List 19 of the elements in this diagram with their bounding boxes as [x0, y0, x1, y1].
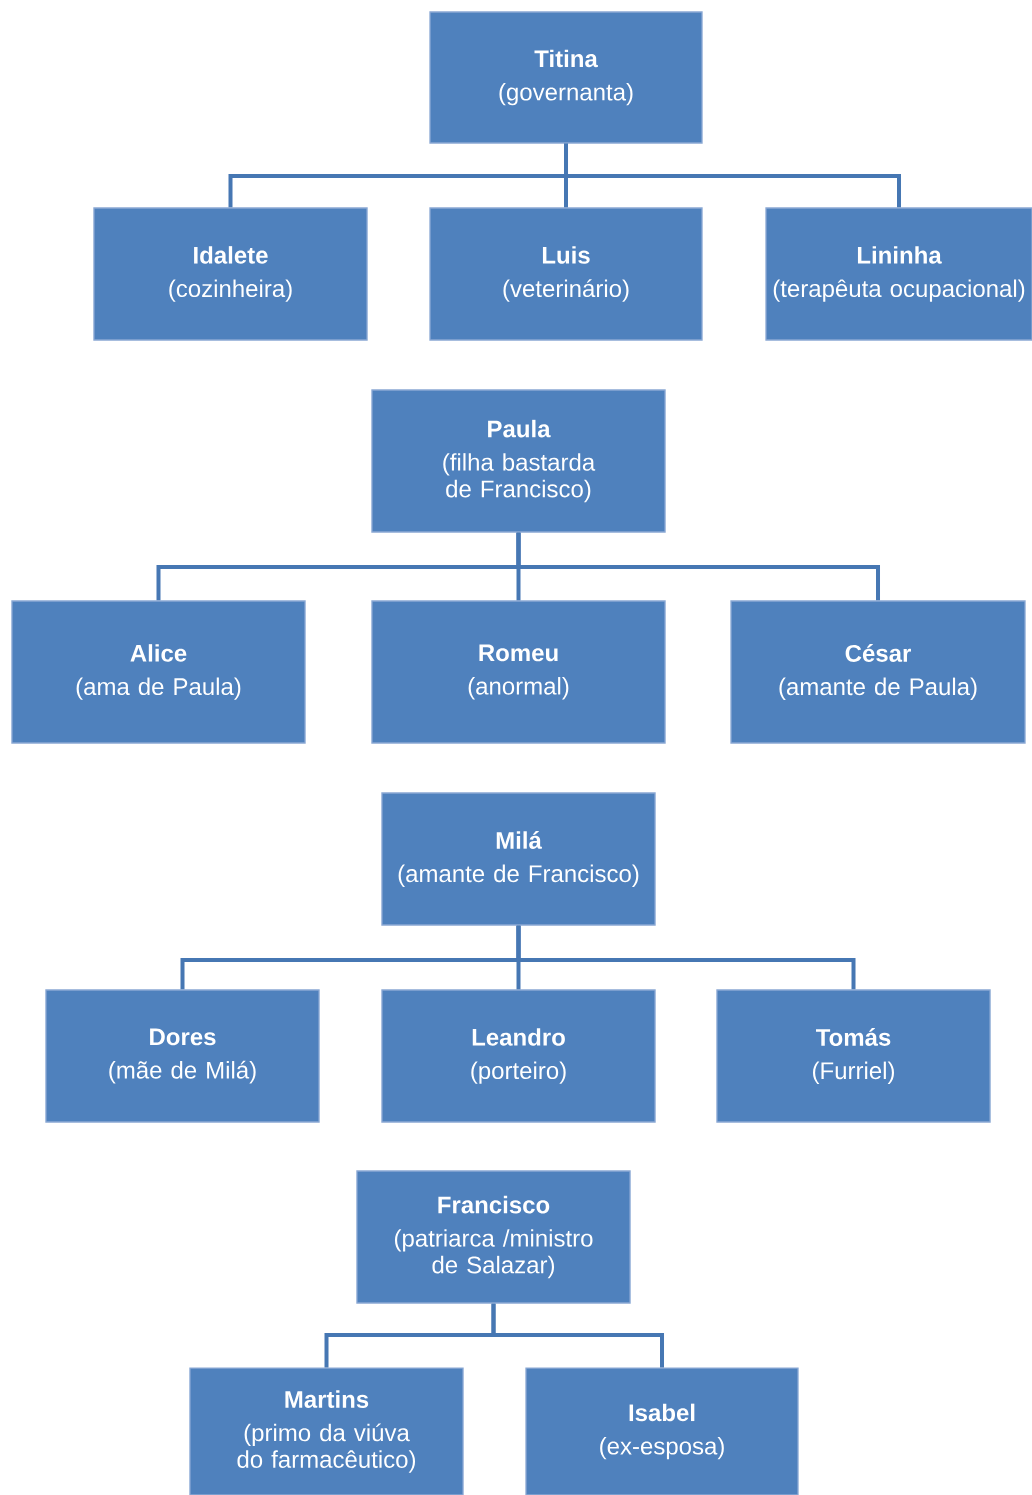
person-box: Milá (amante de Francisco)	[381, 792, 656, 926]
connector-line	[516, 532, 880, 601]
person-box: Tomás (Furriel)	[716, 989, 991, 1123]
person-box: Lininha (terapêuta ocupacional)	[765, 207, 1032, 341]
person-box: Martins (primo da viúva do farmacêutico)	[189, 1367, 464, 1495]
person-box: Francisco (patriarca /ministro de Salazar)	[356, 1170, 631, 1304]
person-box: César (amante de Paula)	[730, 600, 1026, 744]
person-box: Romeu (anormal)	[371, 600, 666, 744]
person-box: Isabel (ex-esposa)	[525, 1367, 799, 1495]
person-box: Titina (governanta)	[429, 11, 703, 144]
person-box: Idalete (cozinheira)	[93, 207, 368, 341]
connector-line	[491, 1303, 664, 1368]
person-box: Dores (mãe de Milá)	[45, 989, 320, 1123]
person-box: Luis (veterinário)	[429, 207, 703, 341]
connector-line	[564, 143, 901, 208]
person-box: Leandro (porteiro)	[381, 989, 656, 1123]
person-box: Paula (filha bastarda de Francisco)	[371, 389, 666, 533]
person-box: Alice (ama de Paula)	[11, 600, 306, 744]
connector-line	[516, 925, 856, 990]
